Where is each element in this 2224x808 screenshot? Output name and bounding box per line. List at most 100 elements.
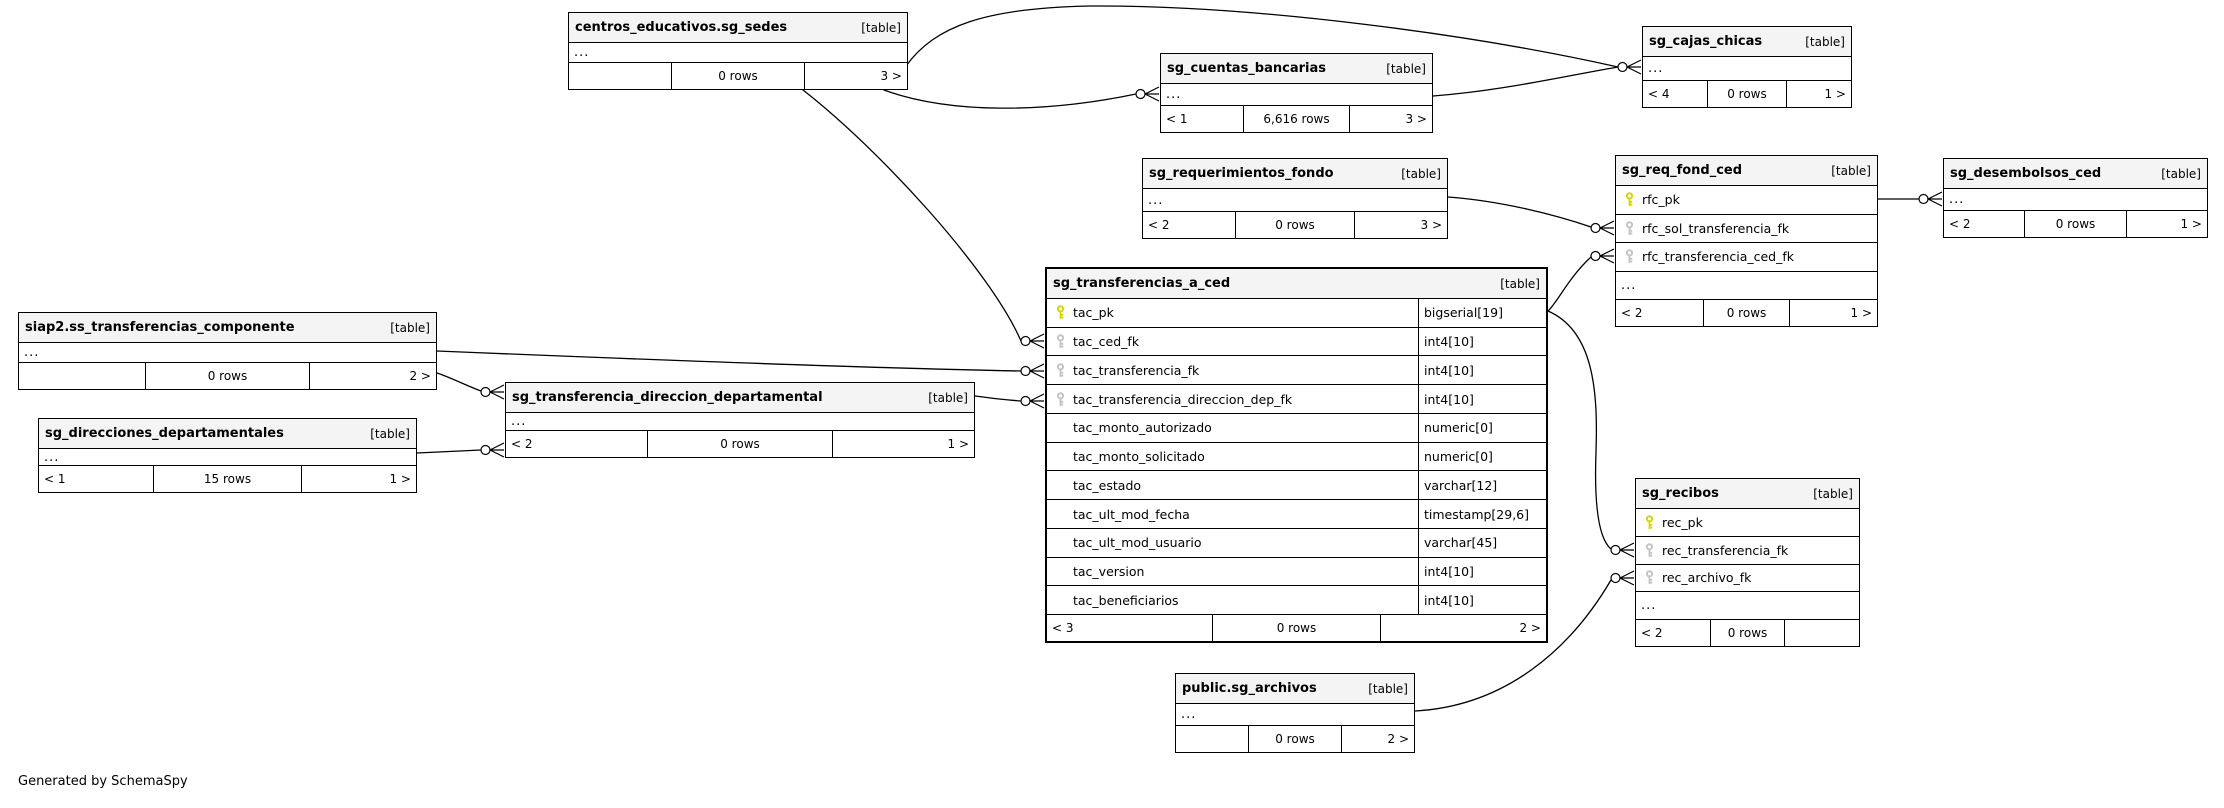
elided-columns: ...	[1176, 704, 1414, 726]
footer-children: 3 >	[803, 63, 907, 89]
table-box-sg-desembolsos-ced[interactable]: sg_desembolsos_ced [table] ... < 2 0 row…	[1943, 158, 2208, 238]
footer-parents	[19, 363, 145, 389]
table-box-ss-transferencias-componente[interactable]: siap2.ss_transferencias_componente [tabl…	[18, 312, 437, 390]
table-type-tag: [table]	[1813, 486, 1853, 501]
table-box-sg-archivos[interactable]: public.sg_archivos [table] ... 0 rows 2 …	[1175, 673, 1415, 753]
table-name: sg_transferencia_direccion_departamental	[512, 390, 823, 405]
edge-sedes-cuentas-bancarias	[883, 89, 1137, 109]
edge-transferencias-reqfondced	[1547, 256, 1592, 312]
crowfoot-connector	[1617, 59, 1642, 75]
column-row-rec-archivo-fk: rec_archivo_fk	[1636, 565, 1859, 593]
column-name: tac_beneficiarios	[1073, 592, 1179, 608]
crowfoot-connector	[480, 384, 505, 400]
footer-rowcount: 0 rows	[2023, 211, 2126, 237]
table-box-sg-recibos[interactable]: sg_recibos [table] rec_pk rec_transferen…	[1635, 478, 1860, 647]
column-name: rfc_transferencia_ced_fk	[1642, 249, 1795, 265]
column-name: tac_transferencia_fk	[1073, 362, 1200, 378]
table-box-sg-requerimientos-fondo[interactable]: sg_requerimientos_fondo [table] ... < 2 …	[1142, 158, 1448, 239]
table-box-sg-transferencia-direccion-departamental[interactable]: sg_transferencia_direccion_departamental…	[505, 382, 975, 458]
table-footer: < 1 6,616 rows 3 >	[1161, 106, 1432, 132]
footer-children: 1 >	[831, 431, 974, 457]
footer-parents	[569, 63, 671, 89]
table-footer: < 1 15 rows 1 >	[39, 466, 416, 492]
column-name: rec_transferencia_fk	[1662, 542, 1789, 558]
edge-transferencias-recibos	[1547, 310, 1612, 550]
primary-key-icon	[1616, 192, 1642, 207]
table-box-sg-sedes[interactable]: centros_educativos.sg_sedes [table] ... …	[568, 12, 908, 90]
table-type-tag: [table]	[390, 320, 430, 335]
table-box-sg-cuentas-bancarias[interactable]: sg_cuentas_bancarias [table] ... < 1 6,6…	[1160, 53, 1433, 133]
table-box-sg-cajas-chicas[interactable]: sg_cajas_chicas [table] ... < 4 0 rows 1…	[1642, 26, 1852, 108]
edge-requerimientos-reqfondced	[1447, 196, 1592, 228]
table-name: sg_transferencias_a_ced	[1053, 276, 1231, 291]
column-row-tac-ult-mod-usuario: tac_ult_mod_usuario varchar[45]	[1047, 528, 1546, 558]
crowfoot-connector	[1020, 363, 1045, 379]
footer-children: 2 >	[309, 363, 436, 389]
footer-rowcount: 0 rows	[1702, 300, 1789, 326]
table-name: public.sg_archivos	[1182, 681, 1317, 696]
column-name: tac_estado	[1073, 477, 1142, 493]
crowfoot-connector	[1590, 248, 1615, 264]
footer-children: 3 >	[1353, 212, 1447, 238]
table-header: sg_recibos [table]	[1636, 479, 1859, 509]
primary-key-icon	[1636, 515, 1662, 530]
crowfoot-connector	[1590, 220, 1615, 236]
column-row-tac-version: tac_version int4[10]	[1047, 557, 1546, 587]
table-header: sg_transferencia_direccion_departamental…	[506, 383, 974, 413]
table-name: sg_cuentas_bancarias	[1167, 61, 1326, 76]
column-row-rec-transferencia-fk: rec_transferencia_fk	[1636, 537, 1859, 565]
column-type: int4[10]	[1418, 356, 1546, 385]
table-header: sg_transferencias_a_ced [table]	[1047, 269, 1546, 299]
column-name: rec_pk	[1662, 514, 1703, 530]
table-box-sg-req-fond-ced[interactable]: sg_req_fond_ced [table] rfc_pk rfc_sol_t…	[1615, 155, 1878, 327]
footer-parents: < 2	[1641, 626, 1663, 640]
edge-componente-transferencias	[436, 350, 1022, 372]
footer-parents	[1176, 726, 1248, 752]
table-footer: < 2 0 rows 1 >	[506, 431, 974, 457]
table-type-tag: [table]	[928, 390, 968, 405]
column-type: numeric[0]	[1418, 442, 1546, 471]
table-box-sg-transferencias-a-ced[interactable]: sg_transferencias_a_ced [table] tac_pk b…	[1045, 267, 1548, 643]
table-footer: 0 rows 2 >	[19, 363, 436, 389]
crowfoot-connector	[1020, 333, 1045, 349]
column-row-rfc-sol-transferencia-fk: rfc_sol_transferencia_fk	[1616, 215, 1877, 243]
footer-rowcount: 0 rows	[1248, 726, 1340, 752]
footer-rowcount: 0 rows	[671, 63, 803, 89]
edge-cuentas-cajas-chicas	[1432, 66, 1619, 97]
table-box-sg-direcciones-departamentales[interactable]: sg_direcciones_departamentales [table] .…	[38, 418, 417, 493]
elided-columns: ...	[19, 343, 436, 363]
elided-columns: ...	[1616, 272, 1877, 300]
elided-columns: ...	[506, 413, 974, 431]
foreign-key-icon	[1047, 334, 1073, 349]
table-type-tag: [table]	[1831, 163, 1871, 178]
generated-by-credit: Generated by SchemaSpy	[18, 774, 188, 789]
column-type: int4[10]	[1418, 557, 1546, 586]
edge-direcciones-transfdirdep	[416, 449, 482, 454]
foreign-key-icon	[1636, 542, 1662, 558]
column-row-tac-monto-solicitado: tac_monto_solicitado numeric[0]	[1047, 442, 1546, 472]
footer-parents: < 2	[1148, 218, 1170, 232]
primary-key-icon	[1047, 305, 1073, 320]
footer-children: 1 >	[1786, 81, 1851, 107]
edge-sedes-transferencias	[802, 89, 1022, 342]
table-type-tag: [table]	[861, 20, 901, 35]
column-row-tac-ult-mod-fecha: tac_ult_mod_fecha timestamp[29,6]	[1047, 500, 1546, 529]
column-name: rfc_pk	[1642, 192, 1680, 208]
table-header: centros_educativos.sg_sedes [table]	[569, 13, 907, 43]
table-name: sg_recibos	[1642, 486, 1719, 501]
table-footer: 0 rows 3 >	[569, 63, 907, 89]
table-type-tag: [table]	[1805, 34, 1845, 49]
column-name: tac_monto_solicitado	[1073, 449, 1205, 465]
edge-transfdirdep-transferencias	[974, 395, 1022, 402]
footer-children: 1 >	[301, 466, 416, 492]
footer-parents: < 1	[1166, 112, 1188, 126]
table-type-tag: [table]	[1386, 61, 1426, 76]
table-type-tag: [table]	[1368, 681, 1408, 696]
column-row-rfc-pk: rfc_pk	[1616, 186, 1877, 215]
column-name: rec_archivo_fk	[1662, 570, 1752, 586]
table-header: sg_desembolsos_ced [table]	[1944, 159, 2207, 189]
elided-columns: ...	[1636, 592, 1859, 620]
footer-rowcount: 0 rows	[1706, 81, 1787, 107]
footer-rowcount: 6,616 rows	[1243, 106, 1348, 132]
crowfoot-connector	[1020, 393, 1045, 409]
